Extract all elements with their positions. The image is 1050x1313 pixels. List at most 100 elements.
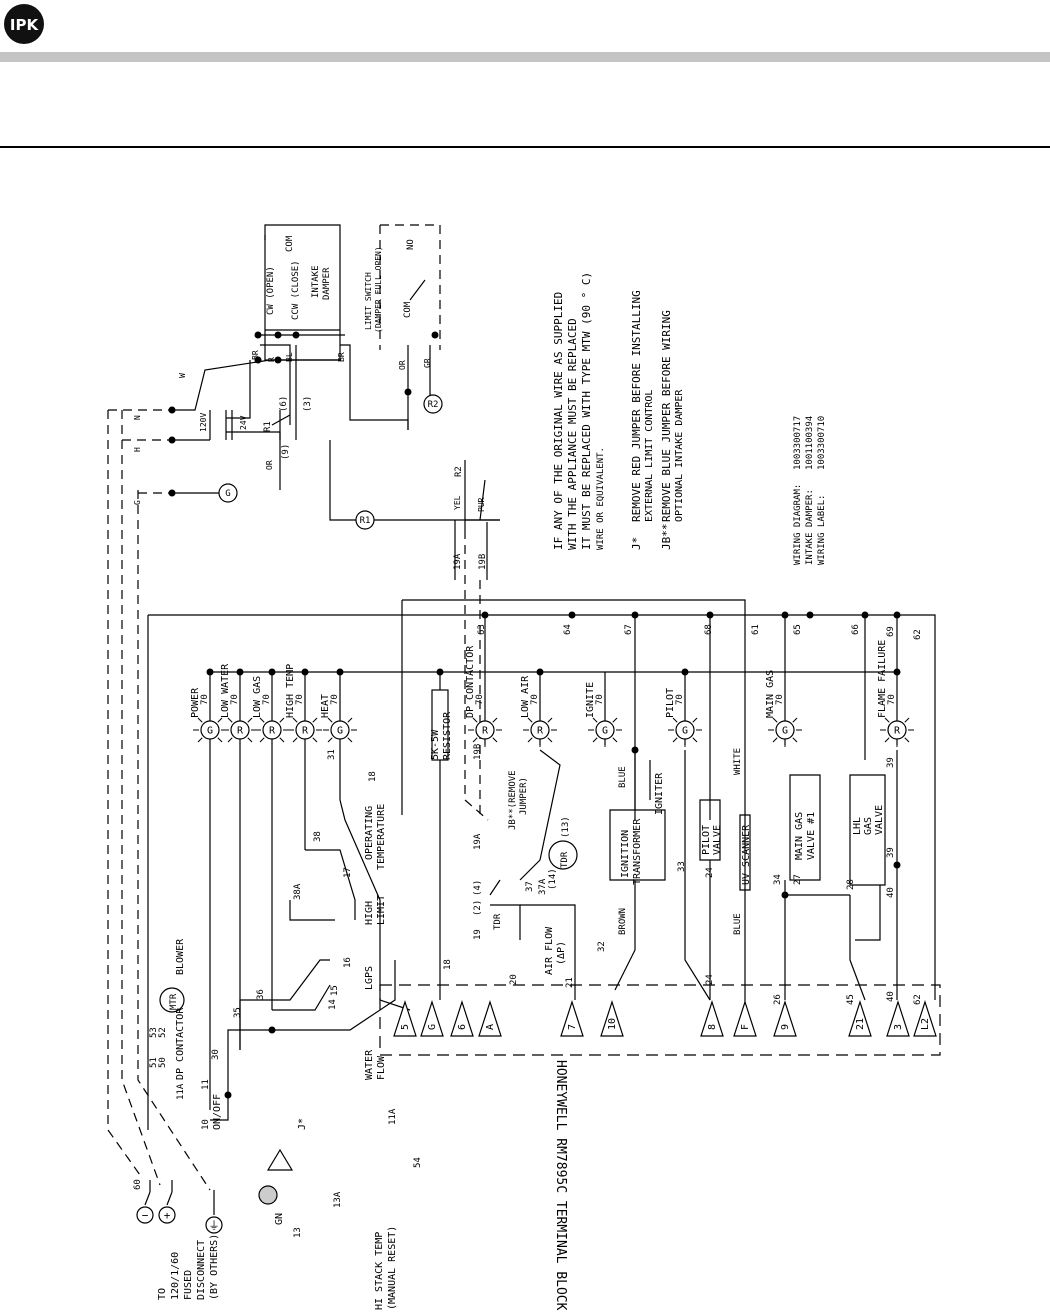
lhl-label3: VALVE xyxy=(874,805,885,835)
ground-symbol xyxy=(218,483,238,503)
ignition-label: IGNITION xyxy=(620,830,631,878)
j-jumper-label: J* xyxy=(297,1118,308,1130)
wire-num-32: 32 xyxy=(597,941,607,952)
indicator-color: R xyxy=(237,726,244,737)
header-rule xyxy=(0,146,1050,148)
ccw-label: CCW (CLOSE) xyxy=(291,260,301,320)
wire-num-11: 11 xyxy=(201,1079,211,1090)
relay-r1-coil xyxy=(355,510,375,530)
wire-num-24: 24 xyxy=(705,867,715,878)
wire-brown: BROWN xyxy=(618,908,628,935)
limit-no-label: NO xyxy=(406,239,416,250)
wire-or2: OR xyxy=(398,360,407,370)
wire-num-67: 67 xyxy=(624,624,634,635)
intake-damper-label2: DAMPER xyxy=(322,267,332,300)
terminal-g: G xyxy=(420,1000,444,1037)
wire-num-62b: 62 xyxy=(913,994,923,1005)
wire-num-19: 19 xyxy=(473,929,483,940)
svg-text:IPK: IPK xyxy=(10,16,40,34)
indicator-label: FLAME FAILURE xyxy=(877,640,888,718)
pilot-valve-label: PILOT xyxy=(701,825,712,855)
blower-label: BLOWER xyxy=(175,938,186,975)
wire-num-35: 35 xyxy=(233,1007,243,1018)
note-wire-4: WIRE OR EQUIVALENT. xyxy=(596,447,606,550)
wire-num-27: 27 xyxy=(793,874,803,885)
air-flow-label2: (ΔP) xyxy=(556,941,567,965)
wire-num-33: 33 xyxy=(677,861,687,872)
schematic-lines xyxy=(107,224,941,1215)
ref-wiring-label-key: WIRING LABEL: xyxy=(817,495,827,565)
wire-num-37a: 37A xyxy=(538,878,548,895)
header-bar xyxy=(0,52,1050,62)
wire-num-17: 17 xyxy=(343,867,353,878)
terminal-21: 21 xyxy=(848,1000,872,1037)
wire-bl: BL xyxy=(285,352,294,362)
note-jb-text-1: REMOVE BLUE JUMPER BEFORE WIRING xyxy=(660,310,673,522)
terminal-f: F xyxy=(733,1000,757,1037)
indicator-wire-70: 70 xyxy=(887,694,897,705)
wire-num-40: 40 xyxy=(886,887,896,898)
terminal-7: 7 xyxy=(560,1000,584,1037)
terminal-l2: L2 xyxy=(913,1000,937,1037)
ground-label: G xyxy=(225,489,230,499)
wire-num-13a: 13A xyxy=(333,1191,343,1208)
disconnect-line3: FUSED xyxy=(183,1270,194,1300)
terminal-9: 9 xyxy=(773,1000,797,1037)
terminal-label: G xyxy=(427,1024,438,1030)
wire-num-14p: (14) xyxy=(548,868,558,890)
indicator-wire-70: 70 xyxy=(230,694,240,705)
wire-num-19b-top: 19B xyxy=(478,554,488,570)
wire-num-53: 53 xyxy=(149,1027,159,1038)
tdr-symbol xyxy=(548,840,578,870)
terminal-block-label: HONEYWELL RM7895C TERMINAL BLOCK xyxy=(553,1060,568,1311)
relay-coils xyxy=(159,394,578,1013)
wire-num-51: 51 xyxy=(149,1057,159,1068)
indicator-color: G xyxy=(207,726,213,737)
junction-dots xyxy=(168,331,901,1099)
ref-wiring-diagram-key: WIRING DIAGRAM: xyxy=(793,484,803,565)
wire-num-6p: (6) xyxy=(279,396,289,412)
terminal-a: A xyxy=(478,1000,502,1037)
wire-num-39b: 39 xyxy=(886,757,896,768)
hi-stack-label: HI STACK TEMP xyxy=(374,1232,385,1310)
high-limit-label2: LIMIT xyxy=(376,895,387,925)
ref-wiring-diagram-val: 1003300717 xyxy=(793,416,803,470)
wire-num-16: 16 xyxy=(343,957,353,968)
ref-wiring-label-val: 1003300710 xyxy=(817,416,827,470)
wire-num-4: (4) xyxy=(473,880,483,896)
r2-coil-label: R2 xyxy=(428,400,439,410)
wire-h: H xyxy=(133,447,142,452)
terminal-label: 10 xyxy=(607,1018,618,1030)
resistor-symbol xyxy=(431,689,449,761)
indicator-wire-70: 70 xyxy=(200,694,210,705)
note-wire-1: IF ANY OF THE ORIGINAL WIRE AS SUPPLIED xyxy=(552,292,565,550)
wire-num-69: 69 xyxy=(886,626,896,637)
mtr-label: MTR xyxy=(169,993,179,1010)
indicator-color: G xyxy=(602,726,608,737)
indicator-wire-70: 70 xyxy=(675,694,685,705)
indicator-wire-70: 70 xyxy=(330,694,340,705)
lhl-label: LHL xyxy=(852,817,863,835)
wire-num-19a: 19A xyxy=(473,833,483,850)
cw-label: CW (OPEN) xyxy=(266,266,276,315)
water-flow-label2: FLOW xyxy=(376,1055,387,1080)
indicator-color: R xyxy=(894,726,901,737)
terminal-label: 3 xyxy=(893,1024,904,1030)
wire-num-38: 38 xyxy=(313,831,323,842)
wire-num-38a: 38A xyxy=(293,883,303,900)
warning-triangle-icon xyxy=(266,1148,294,1171)
indicator-wire-70: 70 xyxy=(295,694,305,705)
terminal-label: 21 xyxy=(855,1018,866,1030)
wire-num-62: 62 xyxy=(913,629,923,640)
wire-g: G xyxy=(133,500,142,505)
terminal-label: 7 xyxy=(567,1024,578,1030)
wire-num-45: 45 xyxy=(846,994,856,1005)
resistor-label2: RESISTOR xyxy=(442,711,453,760)
note-j-text-2: EXTERNAL LIMIT CONTROL xyxy=(644,390,655,522)
